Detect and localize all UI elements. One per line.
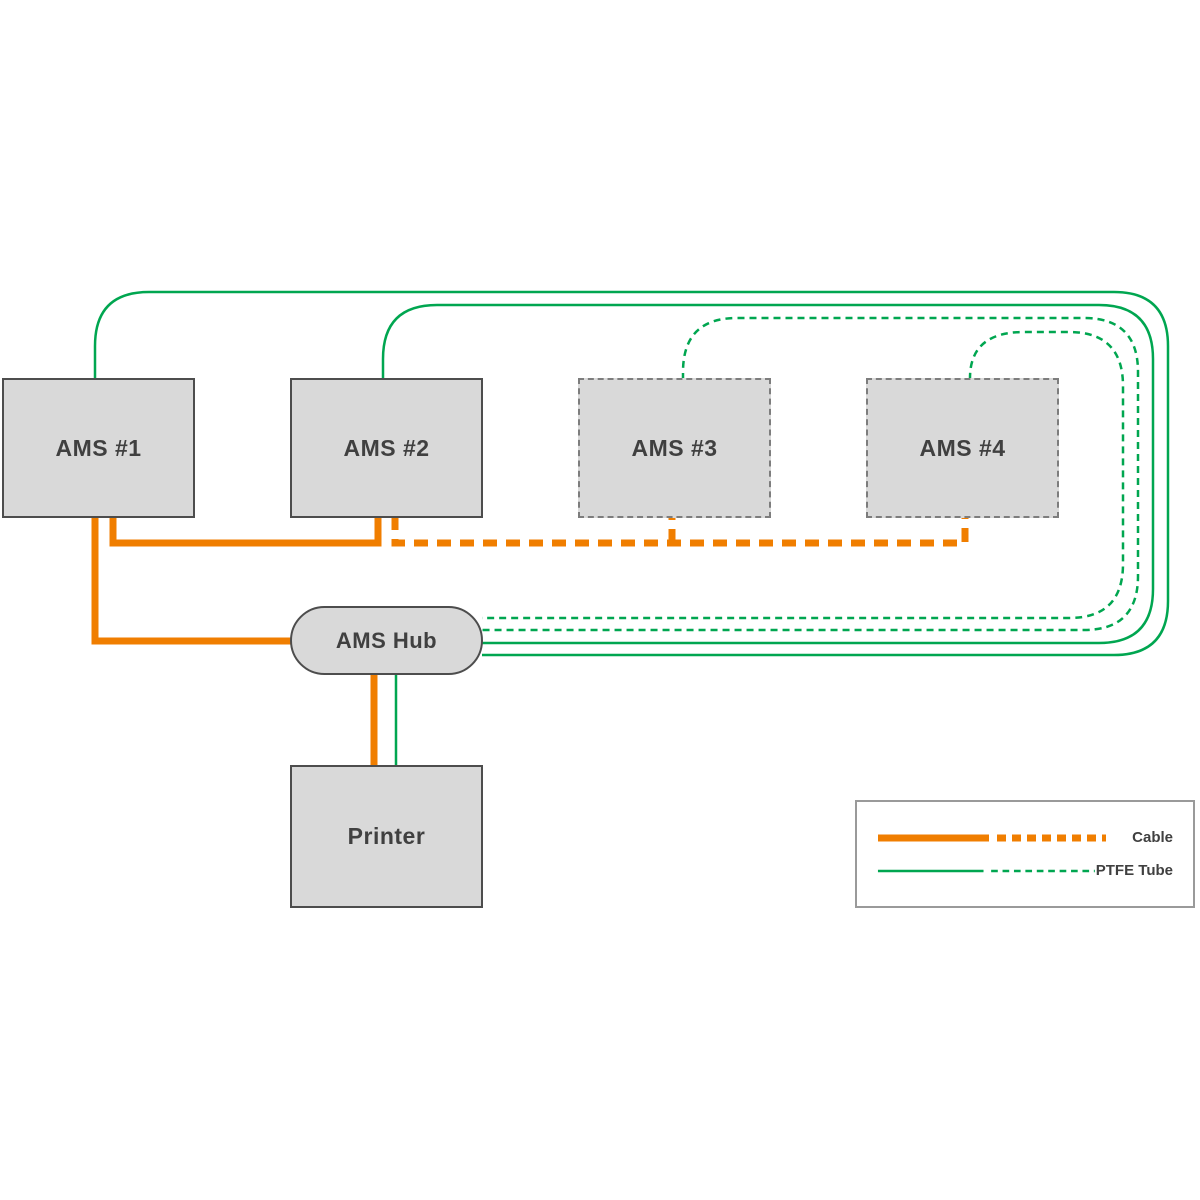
ptfe-tube-ams4-to-hub-dashed xyxy=(482,330,1125,620)
node-ams-4-label: AMS #4 xyxy=(919,434,1006,461)
node-ams-2-label: AMS #2 xyxy=(343,434,430,461)
node-ams-1: AMS #1 xyxy=(2,378,195,518)
node-ams-2: AMS #2 xyxy=(290,378,483,518)
cable-bus-ams2-to-ams4-dashed xyxy=(391,516,969,547)
legend-row-cable: Cable xyxy=(877,829,1173,846)
node-ams-3-label: AMS #3 xyxy=(631,434,718,461)
node-printer-label: Printer xyxy=(347,823,426,849)
ptfe-tube-ams3-to-hub-dashed xyxy=(482,316,1140,632)
cable-ams1-to-ams2 xyxy=(109,516,382,547)
legend-row-ptfe: PTFE Tube xyxy=(877,862,1173,879)
cable-ams1-to-hub xyxy=(91,516,294,645)
node-ams-3: AMS #3 xyxy=(578,378,771,518)
legend: Cable PTFE Tube xyxy=(855,800,1195,908)
node-ams-1-label: AMS #1 xyxy=(55,434,142,461)
node-ams-4: AMS #4 xyxy=(866,378,1059,518)
ptfe-line-swatch xyxy=(877,869,1095,872)
ptfe-tube-ams1-to-hub xyxy=(93,290,1170,657)
node-ams-hub: AMS Hub xyxy=(290,606,483,675)
node-ams-hub-label: AMS Hub xyxy=(335,627,438,653)
legend-label-cable: Cable xyxy=(1132,829,1173,846)
legend-label-ptfe: PTFE Tube xyxy=(1095,862,1173,879)
cable-line-swatch xyxy=(878,834,1106,841)
node-printer: Printer xyxy=(290,765,483,908)
ptfe-tube-ams2-to-hub xyxy=(381,303,1155,645)
